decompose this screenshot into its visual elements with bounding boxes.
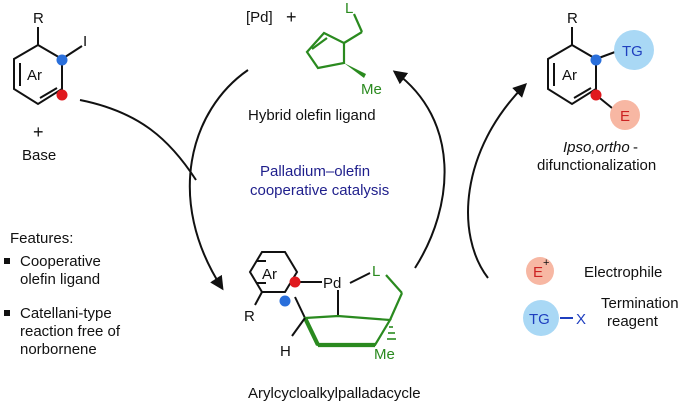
- electrophile-E: E: [533, 264, 543, 281]
- product-ipso-dot: [590, 54, 602, 66]
- feature-bullet-1: [4, 258, 10, 264]
- catalytic-cycle: [79, 69, 527, 291]
- termination-TG: TG: [529, 311, 550, 328]
- palladacycle-arene: [248, 251, 299, 293]
- ipso-blue-dot: [56, 54, 68, 66]
- product-E-label: E: [620, 108, 630, 125]
- feature-bullet-2: [4, 310, 10, 316]
- reagents: E + Electrophile TG X Termination reagen…: [523, 257, 679, 336]
- termination-line1: Termination: [601, 295, 679, 312]
- aryl-iodide: R I Ar + Base: [13, 10, 87, 164]
- ligand-L-label: L: [345, 0, 353, 17]
- palladacycle: Ar Pd L R H Me Arylcycloalkylpalladacycl…: [244, 251, 421, 402]
- termination-X: X: [576, 311, 586, 328]
- start-R-label: R: [33, 10, 44, 27]
- termination-halo: [523, 300, 559, 336]
- palla-Pd-label: Pd: [323, 275, 341, 292]
- product-caption-italic: Ipso,ortho: [563, 139, 630, 156]
- feature-2-line-1: Catellani-type: [20, 305, 112, 322]
- feature-1-line-2: olefin ligand: [20, 271, 100, 288]
- iodide-label: I: [83, 33, 87, 50]
- substrate-entry-arrow: [79, 99, 197, 181]
- palla-blue-dot: [279, 295, 291, 307]
- pd-source-label: [Pd]: [246, 9, 273, 26]
- product-ortho-dot: [590, 89, 602, 101]
- cyclopentene-ring: [305, 31, 346, 70]
- product-caption-line2: difunctionalization: [537, 157, 656, 174]
- palla-H-label: H: [280, 343, 291, 360]
- ligand-plus: +: [286, 7, 297, 27]
- product: R Ar TG E Ipso,ortho - difunctionalizati…: [537, 10, 656, 174]
- palla-methyl-hash: [387, 326, 396, 340]
- electrophile-halo: [526, 257, 554, 285]
- feature-2-line-3: norbornene: [20, 341, 97, 358]
- ligand-caption: Hybrid olefin ligand: [248, 107, 376, 124]
- e-halo: [610, 100, 640, 130]
- feature-1-line-1: Cooperative: [20, 253, 101, 270]
- center-title: Palladium–olefin cooperative catalysis: [250, 163, 389, 199]
- palla-red-dot: [289, 276, 301, 288]
- ligand-Me-label: Me: [361, 81, 382, 98]
- ortho-red-dot: [56, 89, 68, 101]
- product-caption-suffix: -: [633, 139, 638, 156]
- methyl-wedge: [344, 63, 366, 78]
- palladacycle-caption: Arylcycloalkylpalladacycle: [248, 385, 421, 402]
- cycle-arrow-left: [188, 69, 249, 291]
- center-line1: Palladium–olefin: [260, 163, 370, 180]
- product-TG-label: TG: [622, 43, 643, 60]
- product-ar-label: Ar: [562, 67, 577, 84]
- start-ar-label: Ar: [27, 67, 42, 84]
- palla-ar-label: Ar: [262, 266, 277, 283]
- cycle-arrow-right: [392, 70, 446, 269]
- center-line2: cooperative catalysis: [250, 182, 389, 199]
- electrophile-charge: +: [543, 257, 549, 269]
- palla-R-label: R: [244, 308, 255, 325]
- feature-2-line-2: reaction free of: [20, 323, 121, 340]
- features-list: Features: Cooperative olefin ligand Cate…: [4, 230, 121, 358]
- product-exit-arrow: [467, 83, 527, 279]
- tg-halo: [614, 30, 654, 70]
- electrophile-label: Electrophile: [584, 264, 662, 281]
- hybrid-olefin-ligand: [Pd] + L Me Hybrid olefin ligand: [246, 0, 382, 124]
- product-R-label: R: [567, 10, 578, 27]
- palla-Me-label: Me: [374, 346, 395, 363]
- base-label: Base: [22, 147, 56, 164]
- palla-L-label: L: [372, 263, 380, 280]
- termination-line2: reagent: [607, 313, 659, 330]
- start-plus: +: [33, 122, 44, 142]
- features-heading: Features:: [10, 230, 73, 247]
